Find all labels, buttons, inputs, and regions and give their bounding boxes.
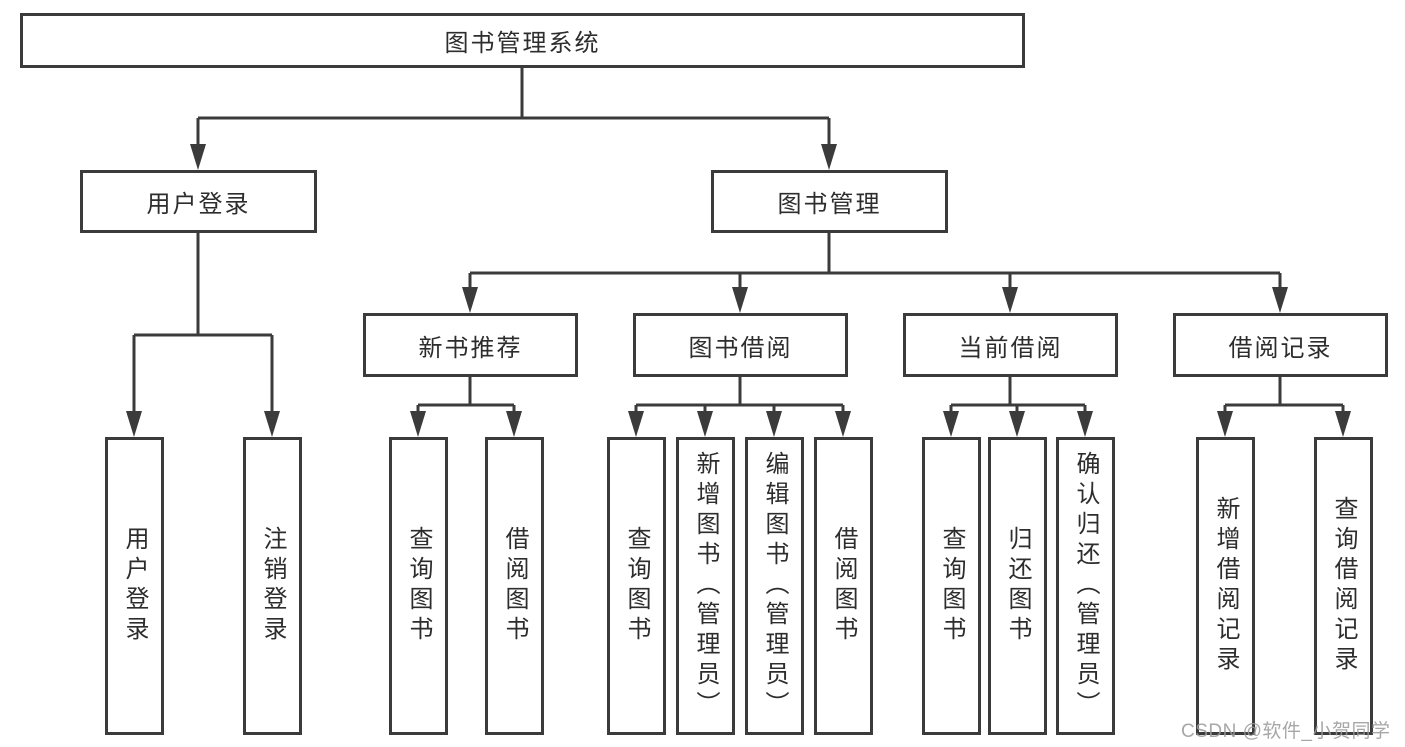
node-new-book-recommendation: 新书推荐 <box>363 313 578 377</box>
leaf-query-books-borrowing: 查询图书 <box>607 437 666 735</box>
node-current-borrowing: 当前借阅 <box>903 313 1118 377</box>
node-borrowing-records: 借阅记录 <box>1173 313 1388 377</box>
leaf-query-books-current: 查询图书 <box>922 437 981 735</box>
leaf-add-borrowing-record: 新增借阅记录 <box>1196 437 1255 735</box>
leaf-borrow-books-borrowing: 借阅图书 <box>814 437 873 735</box>
leaf-borrow-books-recommend: 借阅图书 <box>485 437 544 735</box>
leaf-add-book-admin: 新增图书（管理员） <box>676 437 735 735</box>
node-user-login: 用户登录 <box>80 170 317 233</box>
watermark: CSDN @软件_小贺同学 <box>1181 721 1391 742</box>
node-library-management-system: 图书管理系统 <box>20 13 1025 68</box>
leaf-return-book: 归还图书 <box>988 437 1047 735</box>
leaf-confirm-return-admin: 确认归还（管理员） <box>1056 437 1115 735</box>
leaf-query-books-recommend: 查询图书 <box>389 437 448 735</box>
leaf-user-login: 用户登录 <box>105 437 164 735</box>
leaf-query-borrowing-record: 查询借阅记录 <box>1314 437 1373 735</box>
leaf-edit-book-admin: 编辑图书（管理员） <box>745 437 804 735</box>
leaf-logout: 注销登录 <box>243 437 302 735</box>
node-book-management: 图书管理 <box>711 170 948 233</box>
arrowhead-icons <box>126 144 1351 437</box>
node-book-borrowing: 图书借阅 <box>633 313 848 377</box>
